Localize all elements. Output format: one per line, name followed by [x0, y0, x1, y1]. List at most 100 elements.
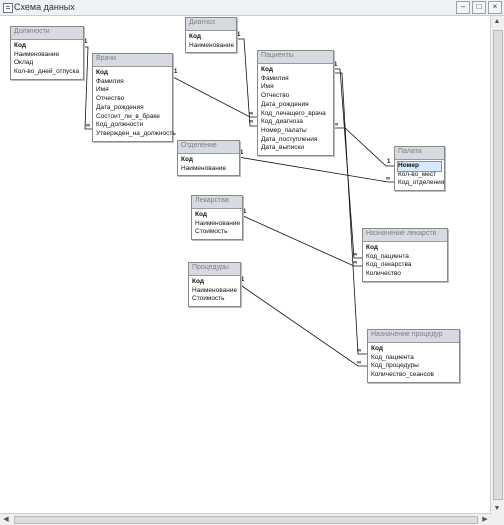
- field[interactable]: Наименование: [195, 219, 241, 227]
- link-otdelenie-palata: [237, 156, 394, 183]
- table-otdelenie[interactable]: Отделение Код Наименование: [177, 140, 240, 177]
- table-procedury[interactable]: Процедуры Код Наименование Стоимость: [188, 262, 241, 308]
- link-lekarstva-naznachenie-lekarstv: [240, 214, 362, 267]
- field[interactable]: Состоит_ли_в_браке: [96, 112, 160, 120]
- field[interactable]: Имя: [96, 86, 109, 94]
- link-label-one: 1: [240, 150, 244, 156]
- link-label-many: ∞: [357, 348, 361, 354]
- link-label-many: ∞: [334, 122, 338, 128]
- field[interactable]: Наименование: [192, 286, 238, 294]
- window-title: Схема данных: [14, 2, 75, 12]
- table-lekarstva[interactable]: Лекарства Код Наименование Стоимость: [191, 195, 243, 241]
- field[interactable]: Наименование: [189, 41, 235, 49]
- field[interactable]: Код_лечащего_врача: [261, 109, 326, 117]
- table-title[interactable]: Отделение: [178, 141, 239, 154]
- field[interactable]: Кол-во_мест: [398, 170, 437, 178]
- horizontal-scroll-thumb[interactable]: [14, 516, 478, 524]
- field[interactable]: Фамилия: [96, 77, 124, 85]
- field[interactable]: Код_диагноза: [261, 118, 303, 126]
- field-nomer[interactable]: Номер: [397, 161, 442, 172]
- table-title[interactable]: Диагноз: [186, 18, 236, 31]
- relationships-canvas: 1 ∞ 1 ∞ 1 ∞ ∞ 1 1 ∞ 1 ∞ ∞ 1 ∞ 1 ∞ Должно…: [0, 16, 490, 514]
- link-label-many: ∞: [249, 111, 253, 117]
- field[interactable]: Дата_поступления: [261, 135, 318, 143]
- table-title[interactable]: Лекарства: [192, 196, 242, 209]
- field-kod[interactable]: Код: [261, 66, 273, 73]
- link-label-many: ∞: [353, 260, 357, 266]
- field-kod[interactable]: Код: [189, 33, 201, 40]
- field-kod[interactable]: Код: [181, 156, 193, 163]
- link-label-one: 1: [174, 69, 178, 75]
- field[interactable]: Количество: [366, 270, 401, 278]
- maximize-icon[interactable]: □: [472, 1, 486, 14]
- scroll-right-icon[interactable]: ▶: [482, 516, 488, 523]
- scroll-up-icon[interactable]: ▲: [493, 18, 501, 25]
- table-title[interactable]: Процедуры: [189, 263, 240, 276]
- field[interactable]: Оклад: [14, 59, 34, 67]
- field[interactable]: Номер_палаты: [261, 126, 307, 134]
- table-diagnoz[interactable]: Диагноз Код Наименование: [185, 17, 237, 54]
- field[interactable]: Отчество: [96, 95, 125, 103]
- field[interactable]: Количество_сеансов: [371, 371, 434, 379]
- link-label-one: 1: [237, 32, 241, 38]
- link-dolzhnosti-vrachi: [82, 46, 92, 130]
- field-kod[interactable]: Код: [366, 244, 378, 251]
- table-naznachenie-lekarstv[interactable]: Назначение лекарств Код Код_пациента Код…: [362, 228, 448, 282]
- link-label-one: 1: [387, 159, 391, 165]
- window-buttons: – □ ×: [456, 1, 502, 14]
- field-kod[interactable]: Код: [14, 42, 26, 49]
- scroll-left-icon[interactable]: ◀: [3, 516, 9, 523]
- field-kod[interactable]: Код: [195, 211, 207, 218]
- table-title[interactable]: Врачи: [93, 54, 172, 67]
- field[interactable]: Дата_выписки: [261, 144, 305, 152]
- field[interactable]: Утвержден_на_должность: [96, 129, 176, 137]
- table-vrachi[interactable]: Врачи Код Фамилия Имя Отчество Дата_рожд…: [92, 53, 176, 142]
- field[interactable]: Стоимость: [195, 228, 228, 236]
- field[interactable]: Код_должности: [96, 121, 144, 129]
- field-kod[interactable]: Код: [371, 345, 383, 352]
- link-label-many: ∞: [357, 360, 361, 366]
- table-title[interactable]: Назначение лекарств: [363, 229, 447, 242]
- field[interactable]: Дата_рождения: [261, 100, 309, 108]
- window-titlebar: Схема данных – □ ×: [0, 0, 504, 16]
- field[interactable]: Наименование: [181, 164, 227, 172]
- field[interactable]: Дата_рождения: [96, 103, 144, 111]
- close-icon[interactable]: ×: [488, 1, 502, 14]
- field[interactable]: Код_процедуры: [371, 362, 419, 370]
- field[interactable]: Наименование: [14, 50, 60, 58]
- field[interactable]: Отчество: [261, 92, 290, 100]
- field[interactable]: Кол-во_дней_отпуска: [14, 68, 80, 76]
- link-label-many: ∞: [86, 123, 90, 129]
- link-label-many: ∞: [386, 176, 390, 182]
- link-palata-pacienty: [332, 127, 394, 167]
- table-naznachenie-procedur[interactable]: Назначение процедур Код Код_пациента Код…: [367, 329, 460, 383]
- field[interactable]: Имя: [261, 83, 274, 91]
- field[interactable]: Код_лекарства: [366, 261, 412, 269]
- link-diagnoz-pacienty: [235, 38, 257, 127]
- field[interactable]: Код_пациента: [371, 353, 414, 361]
- field[interactable]: Фамилия: [261, 74, 289, 82]
- link-label-many: ∞: [249, 119, 253, 125]
- vertical-scroll-thumb[interactable]: [493, 30, 503, 500]
- horizontal-scrollbar[interactable]: ◀ ▶: [0, 513, 491, 525]
- relationship-lines: 1 ∞ 1 ∞ 1 ∞ ∞ 1 1 ∞ 1 ∞ ∞ 1 ∞ 1 ∞: [82, 32, 394, 367]
- table-palata[interactable]: Палата Номер Кол-во_мест Код_отделения: [394, 146, 445, 192]
- table-pacienty[interactable]: Пациенты Код Фамилия Имя Отчество Дата_р…: [257, 50, 334, 157]
- table-title[interactable]: Должности: [11, 27, 83, 40]
- table-title[interactable]: Палата: [395, 147, 444, 160]
- scroll-down-icon[interactable]: ▼: [493, 505, 501, 512]
- field-kod[interactable]: Код: [96, 69, 108, 76]
- table-title[interactable]: Пациенты: [258, 51, 333, 64]
- vertical-scrollbar[interactable]: ▲ ▼: [490, 16, 504, 514]
- field-kod[interactable]: Код: [192, 278, 204, 285]
- link-pacienty-naznachenie-procedur: [332, 72, 367, 355]
- field[interactable]: Код_отделения: [398, 179, 445, 187]
- field[interactable]: Код_пациента: [366, 252, 409, 260]
- table-dolzhnosti[interactable]: Должности Код Наименование Оклад Кол-во_…: [10, 26, 84, 80]
- table-title[interactable]: Назначение процедур: [368, 330, 459, 343]
- link-label-one: 1: [243, 209, 247, 215]
- scrollbar-corner: [491, 514, 504, 525]
- field[interactable]: Стоимость: [192, 295, 225, 303]
- minimize-icon[interactable]: –: [456, 1, 470, 14]
- relationships-icon: [3, 3, 13, 13]
